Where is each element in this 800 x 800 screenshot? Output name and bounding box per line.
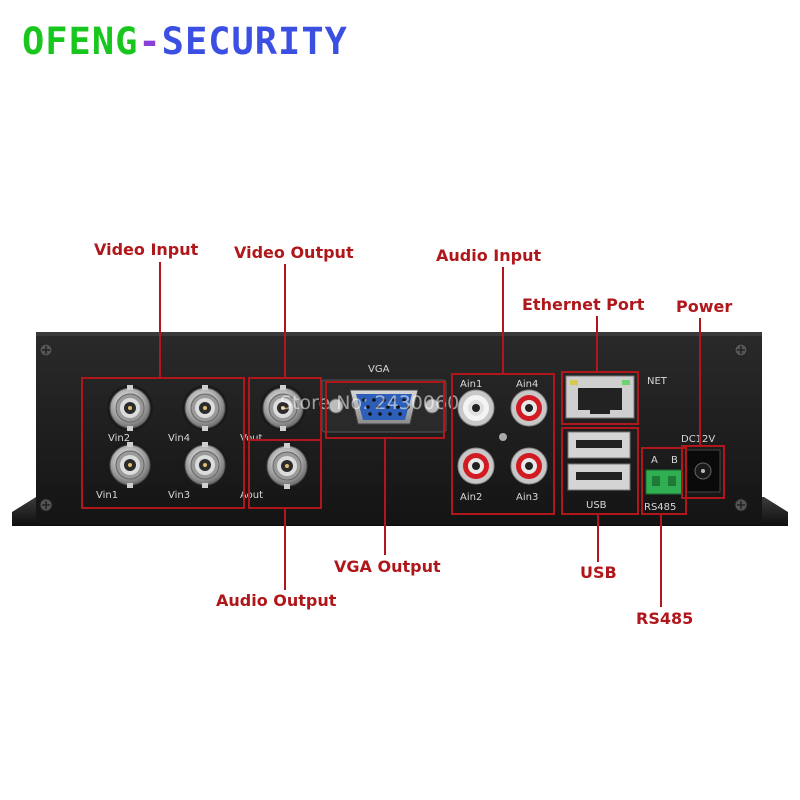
label-rs485-panel: RS485	[644, 502, 676, 513]
terminal-screw	[652, 476, 660, 486]
label-ain1: Ain1	[460, 379, 482, 390]
video-audio-output-group: Vout Aout	[240, 384, 311, 501]
label-net: NET	[647, 376, 668, 387]
power-jack-pin	[701, 469, 705, 473]
callout-labels: Video Input Video Output Audio Input Eth…	[94, 240, 732, 628]
screw-icon	[734, 498, 748, 512]
audio-input-group: Ain1 Ain4 Ain2 Ain3	[457, 379, 548, 503]
label-vin3: Vin3	[168, 490, 190, 501]
label-vga: VGA	[368, 364, 390, 375]
bnc-connector-icon	[181, 441, 229, 489]
rs485-group: A B RS485	[644, 455, 683, 513]
bnc-connector-icon	[263, 442, 311, 490]
leader-lines	[159, 262, 701, 607]
label-aout: Aout	[240, 490, 263, 501]
callout-ethernet-port: Ethernet Port	[522, 295, 645, 314]
label-vout: Vout	[240, 433, 263, 444]
rca-red-jack-icon	[457, 447, 495, 485]
label-dc12v: DC12V	[681, 434, 715, 445]
label-rs485-b: B	[671, 455, 678, 466]
callout-usb: USB	[580, 563, 617, 582]
label-ain2: Ain2	[460, 492, 482, 503]
callout-audio-output: Audio Output	[216, 591, 337, 610]
callout-power: Power	[676, 297, 732, 316]
label-ain4: Ain4	[516, 379, 538, 390]
chassis-top-edge	[36, 332, 762, 336]
power-group: DC12V	[681, 434, 721, 493]
ground-screw-icon	[499, 433, 507, 441]
terminal-screw	[668, 476, 676, 486]
callout-audio-input: Audio Input	[436, 246, 541, 265]
label-vin1: Vin1	[96, 490, 118, 501]
rj45-led-icon	[622, 380, 630, 385]
rs485-terminal-icon	[645, 469, 683, 495]
usb-slot	[576, 472, 622, 480]
callout-video-output: Video Output	[234, 243, 354, 262]
callout-vga-output: VGA Output	[334, 557, 441, 576]
watermark-text: Store No: 2430060	[280, 392, 459, 414]
screw-icon	[734, 343, 748, 357]
label-rs485-a: A	[651, 455, 658, 466]
ethernet-port-box	[561, 371, 639, 425]
label-vin2: Vin2	[108, 433, 130, 444]
network-usb-group: NET USB	[565, 375, 668, 511]
bnc-connector-icon	[106, 441, 154, 489]
bnc-connector-icon	[106, 384, 154, 432]
bnc-connector-icon	[181, 384, 229, 432]
brand-part-dash: -	[138, 20, 162, 63]
video-input-group: Vin2 Vin4 Vin1 Vin3	[96, 384, 229, 501]
rca-white-jack-icon	[457, 389, 495, 427]
vga-screw-icon	[424, 398, 440, 414]
label-usb-panel: USB	[586, 500, 607, 511]
brand-part-ofeng: OFENG	[22, 20, 139, 63]
label-vin4: Vin4	[168, 433, 190, 444]
vga-screw-icon	[328, 398, 344, 414]
label-ain3: Ain3	[516, 492, 538, 503]
vga-port-group: VGA	[321, 364, 447, 433]
rca-red-jack-icon	[510, 389, 548, 427]
rj45-led-icon	[570, 380, 578, 385]
rca-red-jack-icon	[510, 447, 548, 485]
video-input-box	[81, 377, 245, 509]
screw-icon	[39, 498, 53, 512]
brand-logo: OFENG-SECURITY	[22, 20, 348, 63]
usb-slot	[576, 440, 622, 448]
brand-part-security: SECURITY	[161, 20, 348, 63]
power-box	[681, 445, 725, 499]
callout-video-input: Video Input	[94, 240, 199, 259]
callout-rs485: RS485	[636, 609, 693, 628]
vga-pins	[362, 398, 410, 416]
usb-box	[561, 427, 639, 515]
rs485-box	[641, 447, 687, 515]
ethernet-port-icon	[578, 388, 622, 414]
screw-icon	[39, 343, 53, 357]
